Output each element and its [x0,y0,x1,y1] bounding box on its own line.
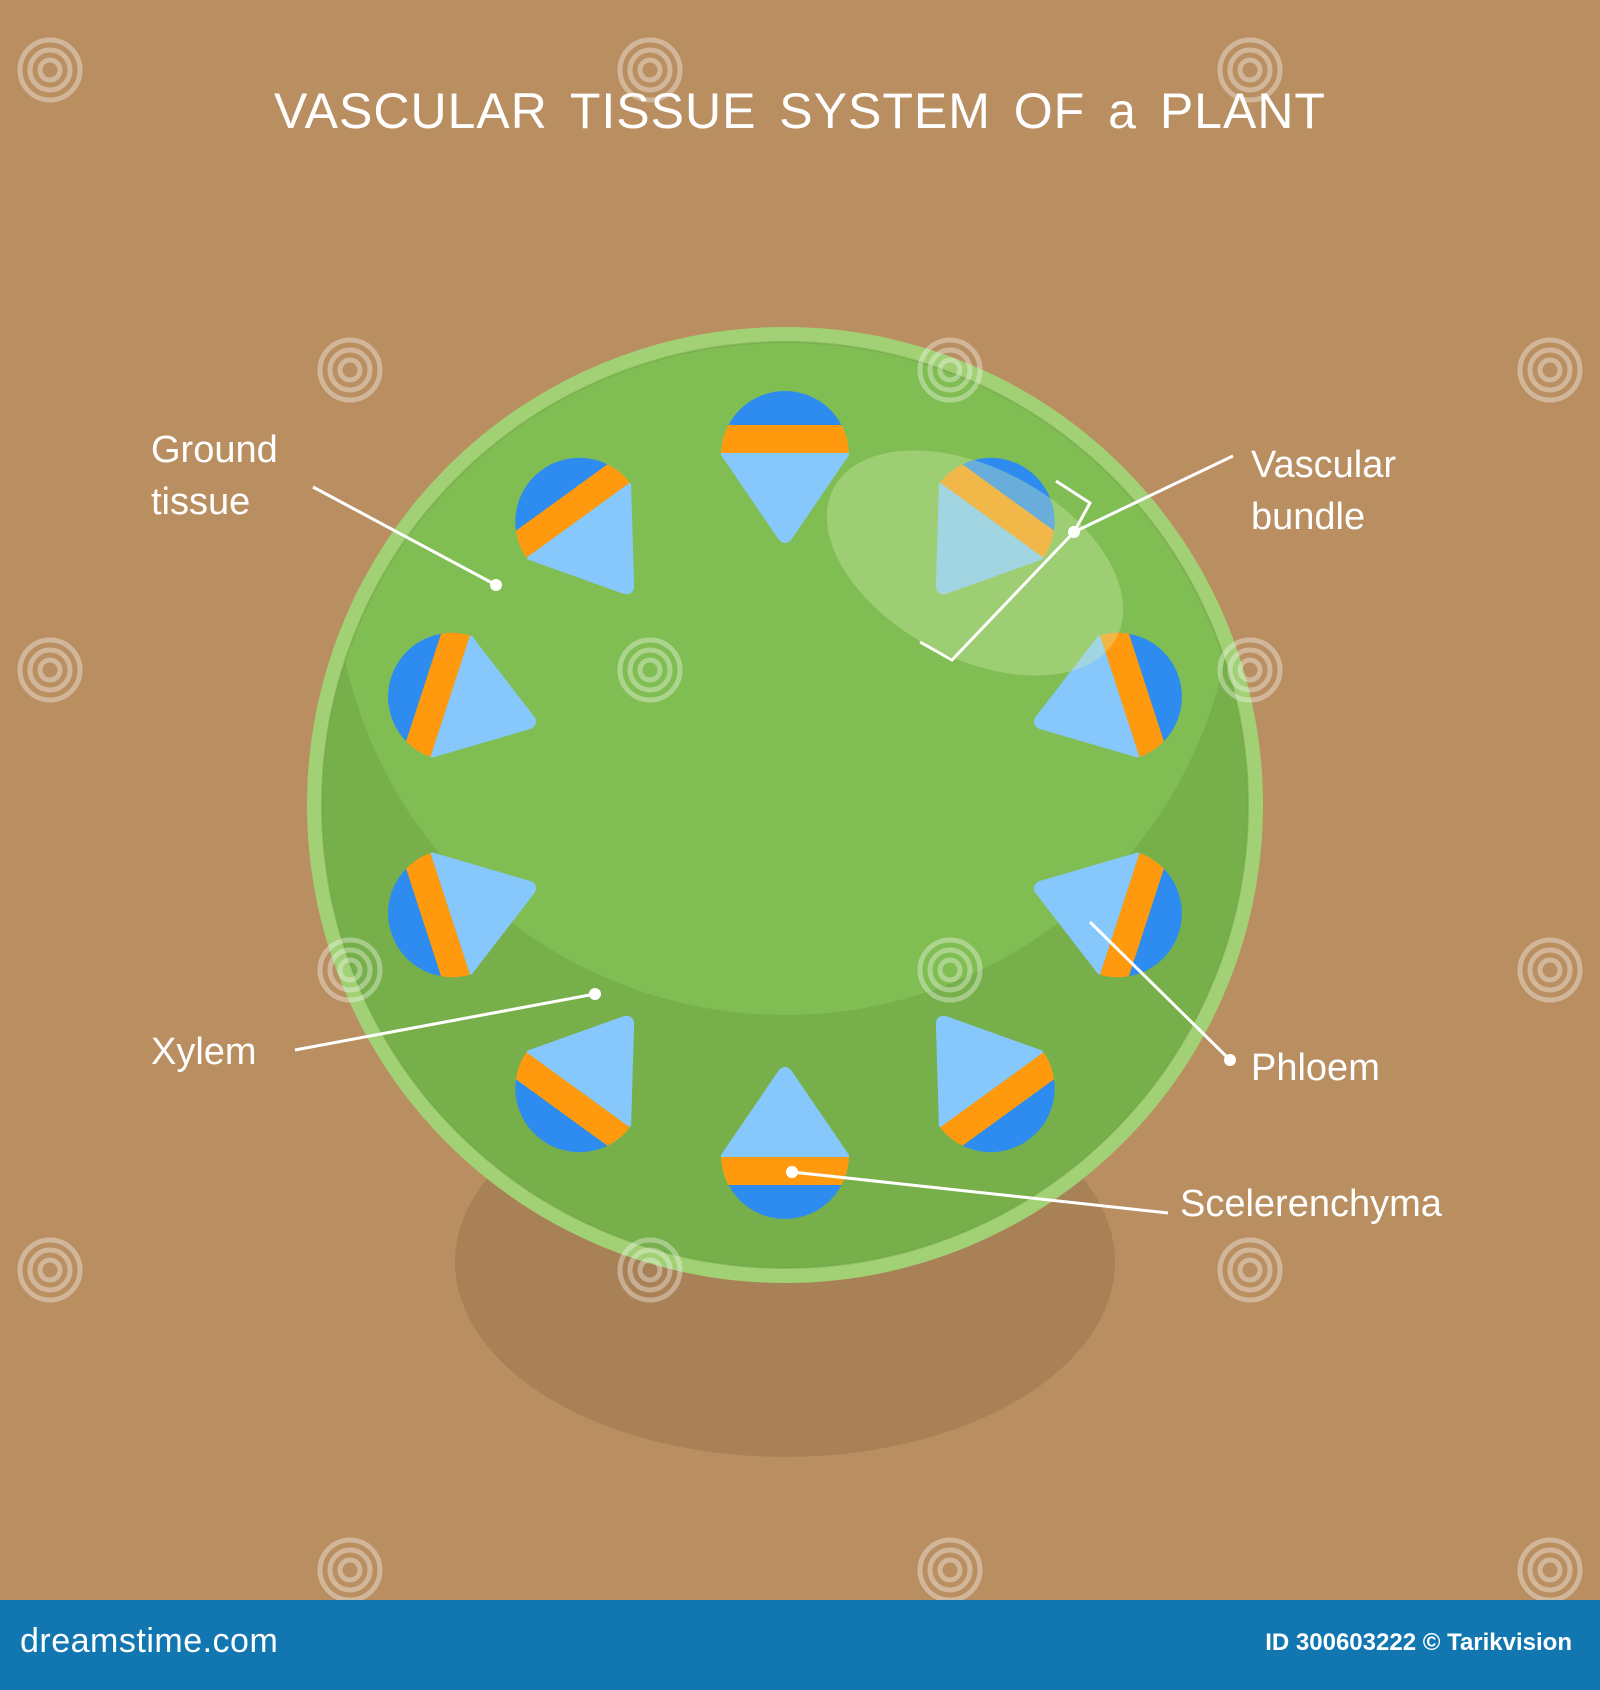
phloem-band [1096,617,1170,767]
phloem-dot [1224,1054,1236,1066]
watermark-spiral-icon [917,1537,983,1603]
sclerenchyma-cap [721,1185,849,1219]
watermark-spiral-icon [917,937,983,1003]
phloem-band [400,617,474,767]
label-vascular-bundle-line2: bundle [1251,496,1366,538]
leader-dots [490,526,1236,1178]
ground-tissue-dot [490,579,502,591]
footer-credit: ID 300603222 © Tarikvision [1265,1629,1572,1656]
phloem-band [932,1046,1069,1156]
label-vascular-bundle-line1: Vascular [1251,444,1397,486]
phloem-band [501,1046,638,1156]
watermark-spiral-icon [317,337,383,403]
watermark-spiral-icon [17,37,83,103]
watermark-spiral-icon [317,1537,383,1603]
phloem-band [501,454,638,564]
watermark-spiral-icon [1517,337,1583,403]
watermark-spiral-icon [617,37,683,103]
label-ground-tissue-line2: tissue [151,481,251,523]
watermark-spiral-icon [1517,937,1583,1003]
footer-site: dreamstime.com [20,1622,279,1660]
phloem-leader [1088,920,1232,1062]
label-ground-tissue: Ground tissue [151,424,278,528]
watermark-spiral-icon [17,637,83,703]
footer-bar: dreamstime.com ID 300603222 © Tarikvisio… [0,1600,1600,1690]
vascular-bundle-highlight [826,450,1124,676]
label-ground-tissue-line1: Ground [151,429,278,471]
watermark-spiral-icon [1517,1537,1583,1603]
phloem-band [721,425,849,453]
phloem-band [721,1157,849,1185]
watermark-spiral-icon [17,1237,83,1303]
label-sclerenchyma: Scelerenchyma [1180,1183,1442,1225]
sclerenchyma-leader [791,1170,1169,1215]
xylem-dot [589,988,601,1000]
watermark-spiral-icon [1217,1237,1283,1303]
phloem-band [400,843,474,993]
watermark-spiral-icon [1217,37,1283,103]
vascular-bundle-dot [1068,526,1080,538]
xylem-leader [294,992,596,1052]
label-vascular-bundle: Vascular bundle [1251,439,1396,543]
sclerenchyma-cap [721,391,849,425]
watermark-spiral-icon [917,337,983,403]
phloem-band [932,454,1069,564]
sclerenchyma-dot [786,1166,798,1178]
label-phloem: Phloem [1251,1047,1380,1089]
diagram-title: VASCULAR TISSUE SYSTEM OF a PLANT [274,83,1326,139]
vascular-bundle-leader [1073,454,1234,534]
phloem-band [1096,843,1170,993]
ground-tissue-leader [312,485,497,587]
watermark-spiral-icon [1217,637,1283,703]
watermark-spiral-icon [617,637,683,703]
label-xylem: Xylem [151,1031,257,1073]
watermark-layer [17,37,1583,1603]
watermark-spiral-icon [617,1237,683,1303]
watermark-spiral-icon [317,937,383,1003]
